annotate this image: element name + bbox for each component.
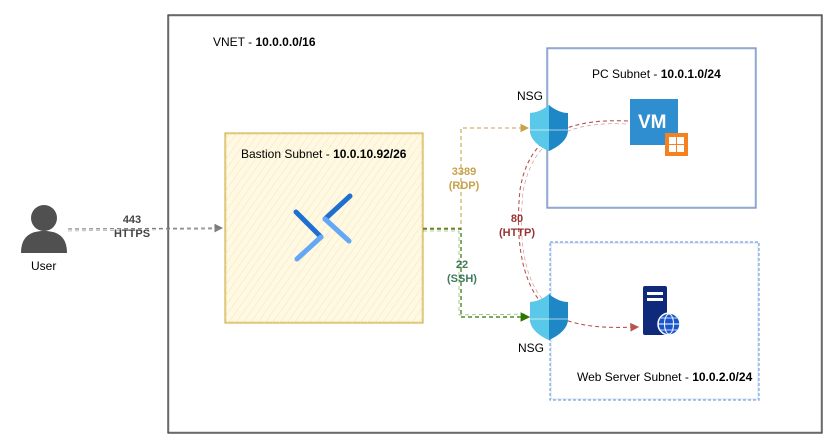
vm-icon [630, 99, 688, 156]
user-icon [21, 205, 67, 253]
rdp-protocol: (RDP) [448, 180, 480, 192]
vnet-separator: - [244, 35, 256, 49]
vm-label: VM [638, 112, 667, 133]
pc-subnet-name: PC Subnet [592, 67, 651, 81]
vnet-label: VNET - 10.0.0.0/16 [213, 35, 316, 49]
rdp-port: 3389 [451, 166, 477, 178]
ssh-edge-label: 22 (SSH) [442, 258, 482, 286]
ssh-protocol: (SSH) [447, 273, 477, 285]
nsg-shield-icon [530, 294, 568, 340]
https-connector [67, 223, 224, 233]
user-label: User [31, 259, 57, 273]
https-protocol: HTTPS [113, 228, 151, 240]
http-port: 80 [510, 213, 524, 225]
vnet-cidr: 10.0.0.0/16 [255, 35, 316, 49]
bastion-subnet-separator: - [322, 147, 334, 161]
vnet-name: VNET [213, 35, 245, 49]
http-protocol: (HTTP) [498, 227, 536, 239]
web-server-subnet-label: Web Server Subnet - 10.0.2.0/24 [577, 370, 752, 384]
bastion-subnet-box [224, 132, 424, 324]
vnet-container [167, 14, 823, 434]
bastion-subnet-label: Bastion Subnet - 10.0.10.92/26 [241, 147, 406, 161]
rdp-connector [423, 123, 530, 229]
web-server-subnet-name: Web Server Subnet [577, 370, 682, 384]
nsg-bottom-label: NSG [518, 341, 545, 355]
https-port: 443 [122, 214, 142, 226]
web-server-subnet-cidr: 10.0.2.0/24 [692, 370, 753, 384]
rdp-edge-label: 3389 (RDP) [444, 165, 484, 193]
pc-subnet-cidr: 10.0.1.0/24 [660, 67, 721, 81]
http-edge-label: 80 (HTTP) [496, 212, 538, 240]
pc-subnet-separator: - [650, 67, 661, 81]
web-server-subnet-separator: - [681, 370, 693, 384]
nsg-top-label: NSG [517, 89, 544, 103]
pc-subnet-label: PC Subnet - 10.0.1.0/24 [592, 67, 721, 81]
bastion-subnet-cidr: 10.0.10.92/26 [333, 147, 407, 161]
nsg-shield-icon [530, 105, 568, 151]
ssh-port: 22 [455, 259, 469, 271]
ssh-connector [423, 228, 531, 322]
https-edge-label: 443 HTTPS [113, 213, 151, 241]
bastion-subnet-name: Bastion Subnet [241, 147, 323, 161]
web-server-icon [643, 286, 681, 336]
azure-bastion-icon [293, 193, 353, 262]
